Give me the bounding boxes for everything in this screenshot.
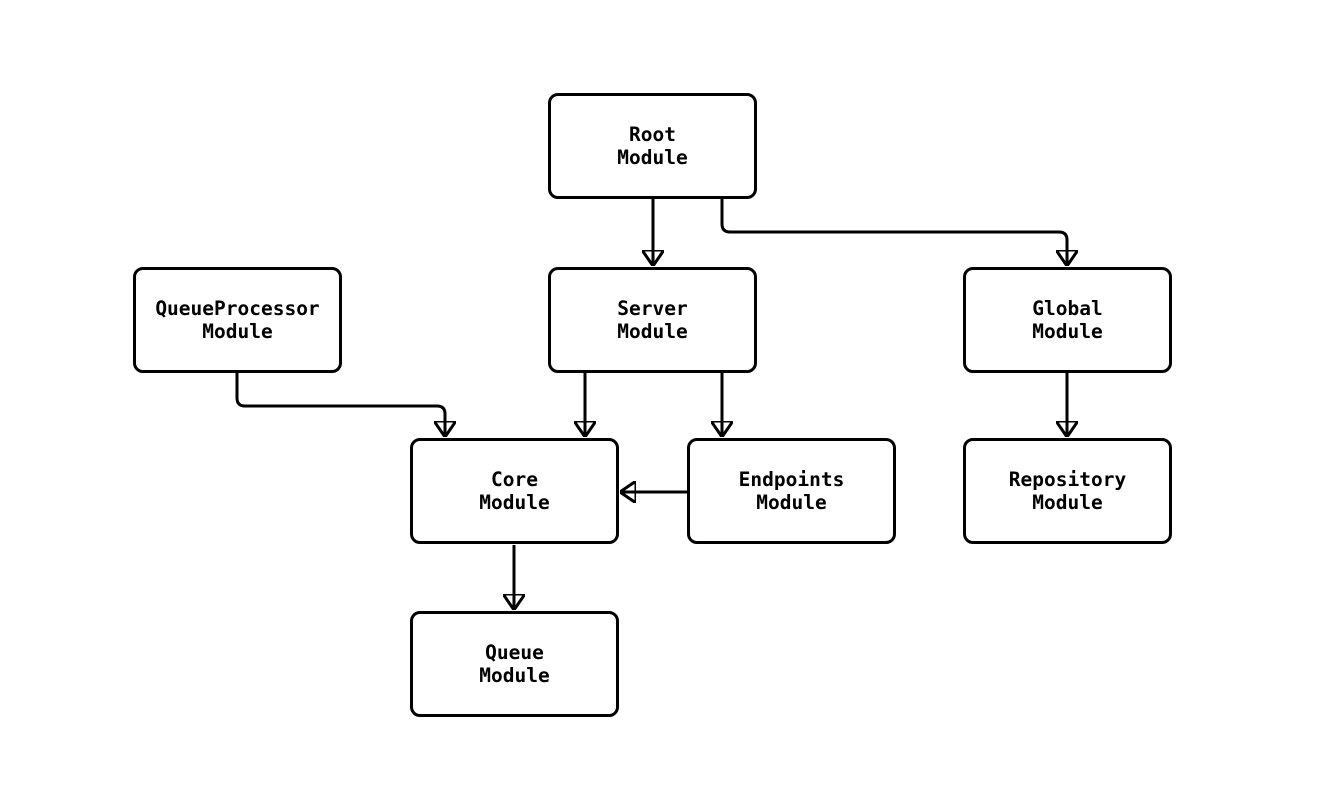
node-core-module-label: Core Module (479, 468, 550, 514)
node-queueprocessor-module-label: QueueProcessor Module (155, 297, 320, 343)
node-endpoints-module: Endpoints Module (687, 438, 896, 544)
node-global-module-label: Global Module (1032, 297, 1103, 343)
node-global-module: Global Module (963, 267, 1172, 373)
node-endpoints-module-label: Endpoints Module (738, 468, 845, 514)
edge-queueprocessor-to-core (235, 373, 445, 436)
node-server-module-label: Server Module (617, 297, 688, 343)
node-root-module-label: Root Module (617, 123, 688, 169)
edge-root-to-global (720, 198, 1067, 265)
node-queue-module: Queue Module (410, 611, 619, 717)
node-root-module: Root Module (548, 93, 757, 199)
node-server-module: Server Module (548, 267, 757, 373)
node-queue-module-label: Queue Module (479, 641, 550, 687)
node-queueprocessor-module: QueueProcessor Module (133, 267, 342, 373)
node-repository-module: Repository Module (963, 438, 1172, 544)
node-core-module: Core Module (410, 438, 619, 544)
node-repository-module-label: Repository Module (1008, 468, 1127, 514)
